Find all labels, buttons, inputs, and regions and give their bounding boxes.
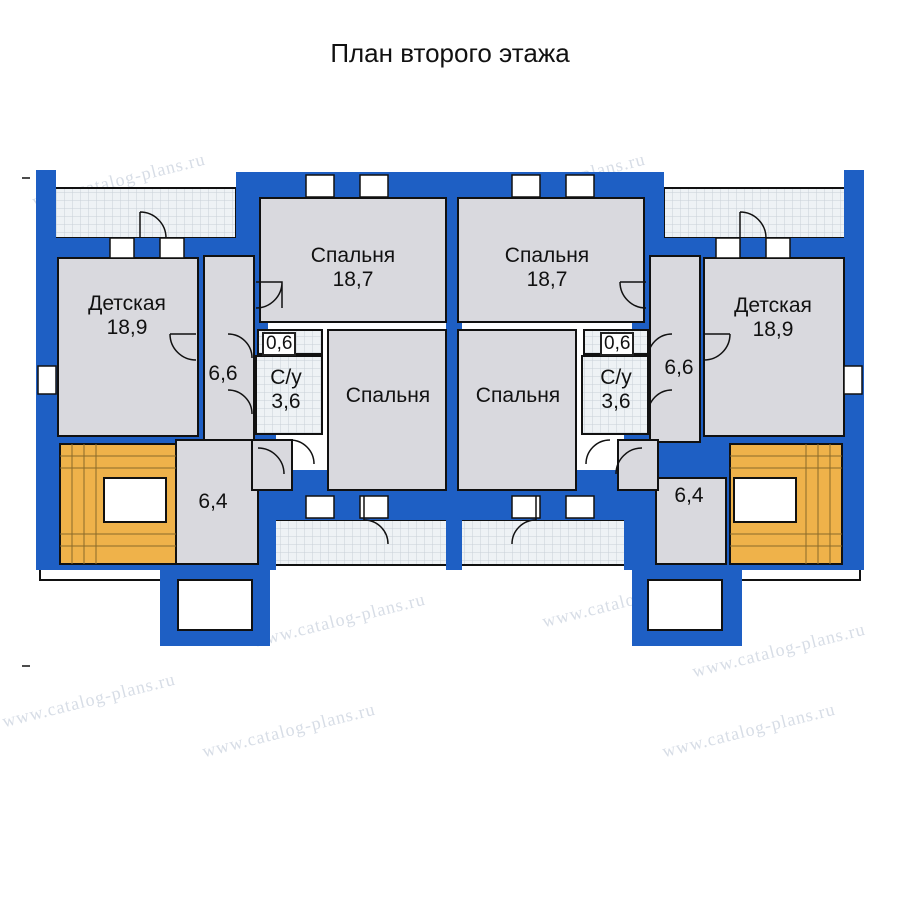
room-label-hall-right: 6,6 [664,356,694,379]
closet-area-right: 0,6 [600,332,635,356]
room-label-stair-right: 6,4 [674,484,704,507]
balconies [177,579,723,631]
room-label-spalnya-ml: Спальня [345,384,431,407]
room-label-spalnya-mr: Спальня [475,384,561,407]
staircases [59,443,843,565]
bathrooms [255,329,649,435]
edge-ticks [22,177,30,667]
rooms [57,197,845,565]
windows [37,174,863,519]
doors [139,211,767,545]
room-label-hall-left: 6,6 [208,362,238,385]
closet-area-left: 0,6 [262,332,297,356]
plan-title: План второго этажа [330,38,570,68]
room-label-stair-left: 6,4 [198,490,228,513]
